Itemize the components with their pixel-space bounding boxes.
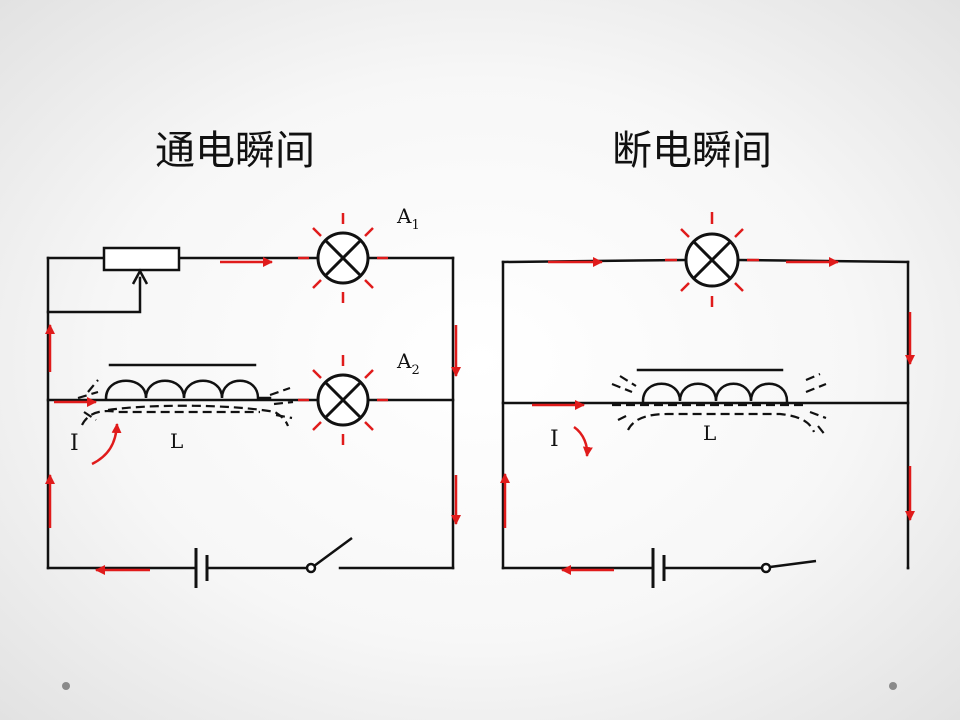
current-label-right: I: [550, 427, 559, 452]
switch-left: [305, 536, 353, 574]
inductor-coil-right: [641, 382, 789, 403]
title-right: 断电瞬间: [612, 128, 772, 174]
slide-dot-right: [889, 682, 897, 690]
inductor-label-right: L: [703, 421, 716, 445]
title-left: 通电瞬间: [155, 128, 315, 174]
lamp-right: [665, 212, 759, 307]
inductor-label-left: L: [170, 429, 183, 453]
circuit-power-on: A1 A2 I L: [45, 204, 461, 588]
current-label-left: I: [70, 431, 79, 456]
field-lines-left: [77, 379, 294, 427]
lamp1-label: A1: [396, 204, 420, 233]
lamp-a1-glow: [298, 213, 388, 303]
lamp-right-glow: [665, 212, 759, 307]
battery-left: [194, 548, 209, 588]
field-lines-right: [611, 372, 827, 437]
lamp-a1: [298, 213, 388, 303]
rheostat-slider-arrow: [131, 268, 149, 285]
rheostat-slider-wire: [46, 276, 142, 314]
inductor-coil: [104, 379, 272, 400]
lamp2-label: A2: [396, 349, 420, 378]
circuit-power-off: I L: [500, 212, 915, 588]
slide-dot-left: [62, 682, 70, 690]
lamp-a2-glow: [298, 355, 388, 445]
battery-right: [651, 548, 666, 588]
current-arrows-left: [45, 257, 461, 575]
switch-right: [760, 559, 817, 574]
rheostat: [102, 246, 181, 272]
lamp-a2: [298, 355, 388, 445]
current-arrows-right: [500, 257, 915, 575]
